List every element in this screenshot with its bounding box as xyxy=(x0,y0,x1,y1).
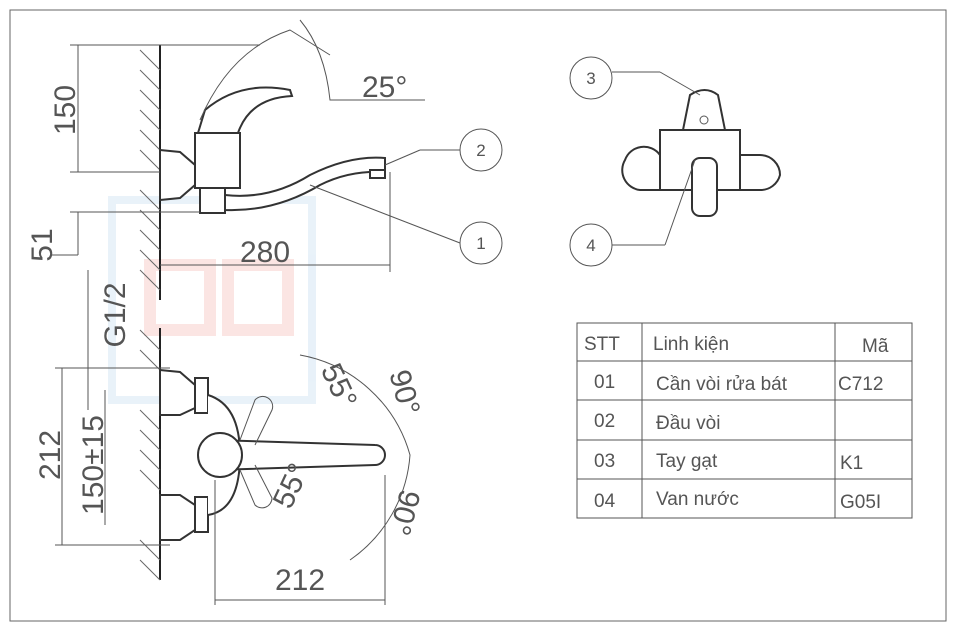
parts-table xyxy=(576,322,913,519)
side-view-dimensions xyxy=(50,19,425,410)
table-cell-stt: 02 xyxy=(594,411,615,432)
table-header-code: Mã xyxy=(862,336,889,357)
table-cell-stt: 03 xyxy=(594,451,615,472)
dim-inlet-spacing: 150±15 xyxy=(77,415,110,515)
faucet-top-view xyxy=(159,368,386,541)
table-cell-part: Tay gạt xyxy=(656,451,718,472)
watermark-logo xyxy=(108,196,316,404)
faucet-front-view xyxy=(621,89,782,217)
thread-size: G1/2 xyxy=(99,282,132,347)
top-view-dimensions xyxy=(55,354,411,605)
callout-4: 4 xyxy=(586,236,595,255)
angle-lower-outer: 90° xyxy=(382,486,426,538)
callout-3: 3 xyxy=(586,69,595,88)
faucet-side-view xyxy=(159,29,386,214)
dim-depth: 212 xyxy=(275,564,325,597)
wall-lower xyxy=(139,328,161,581)
table-header-stt: STT xyxy=(584,334,620,355)
drawing-frame xyxy=(9,9,947,622)
dim-spout-length: 280 xyxy=(240,236,290,269)
dim-inlet-offset: 51 xyxy=(26,228,59,261)
table-cell-code: K1 xyxy=(840,453,863,474)
callout-2: 2 xyxy=(476,141,485,160)
dim-handle-height: 150 xyxy=(49,85,82,135)
table-cell-stt: 04 xyxy=(594,491,616,512)
dim-lever-angle: 25° xyxy=(362,71,407,104)
table-cell-part: Van nước xyxy=(656,489,739,510)
table-cell-code: C712 xyxy=(838,374,883,395)
table-cell-stt: 01 xyxy=(594,372,615,393)
table-cell-part: Cần vòi rửa bát xyxy=(656,374,788,395)
table-cell-code: G05I xyxy=(840,492,881,513)
table-cell-part: Đầu vòi xyxy=(656,413,720,434)
callout-1: 1 xyxy=(476,234,485,253)
angle-upper-inner: 55° xyxy=(314,358,363,413)
dim-total-height: 212 xyxy=(34,430,67,480)
table-header-part: Linh kiện xyxy=(653,334,729,355)
callouts xyxy=(309,56,701,267)
